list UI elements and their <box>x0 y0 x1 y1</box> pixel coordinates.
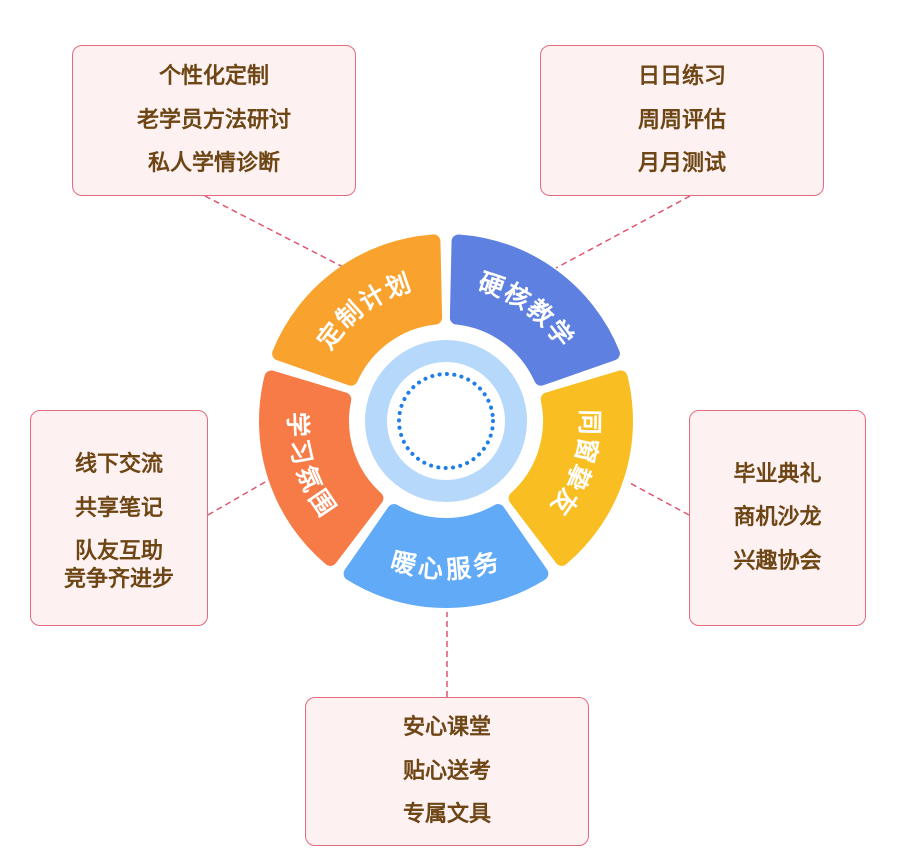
box-item: 老学员方法研讨 <box>136 107 291 133</box>
segment-2 <box>449 234 620 386</box>
dotted-circle <box>397 372 495 470</box>
segment-1 <box>272 234 443 386</box>
box-item: 兴趣协会 <box>733 548 822 574</box>
box-item: 私人学情诊断 <box>147 151 280 177</box>
segments: 定制计划硬核教学同窗挚友暖心服务学习氛围 <box>259 234 633 608</box>
box-item: 竞争齐进步 <box>63 566 174 592</box>
box-item: 月月测试 <box>637 151 726 177</box>
box-item: 贴心送考 <box>402 758 491 784</box>
connectors <box>204 195 691 697</box>
connector-line <box>555 195 691 269</box>
box-top-left: 个性化定制 老学员方法研讨 私人学情诊断 <box>72 45 356 196</box>
segment-3 <box>508 370 633 566</box>
box-item: 毕业典礼 <box>733 461 822 487</box>
connector-line <box>204 195 346 269</box>
box-item: 安心课堂 <box>402 715 491 741</box>
connector-line <box>207 477 273 516</box>
box-item: 共享笔记 <box>74 495 163 521</box>
segment-4 <box>343 504 549 608</box>
box-left: 线下交流 共享笔记 队友互助 竞争齐进步 <box>30 410 208 626</box>
box-item: 线下交流 <box>74 452 163 477</box>
center-ring <box>365 340 527 502</box>
box-right: 毕业典礼 商机沙龙 兴趣协会 <box>689 410 866 626</box>
center-circle <box>365 340 527 502</box>
center-fill <box>388 363 504 479</box>
box-item: 队友互助 <box>74 539 163 564</box>
box-item: 专属文具 <box>402 802 491 828</box>
box-top-right: 日日练习 周周评估 月月测试 <box>540 45 824 196</box>
box-item: 个性化定制 <box>158 64 269 90</box>
box-item: 周周评估 <box>637 107 726 133</box>
connector-line <box>627 481 690 516</box>
segment-5 <box>259 370 384 566</box>
box-item: 日日练习 <box>637 64 726 90</box>
box-bottom: 安心课堂 贴心送考 专属文具 <box>305 697 589 846</box>
box-item: 商机沙龙 <box>733 505 822 531</box>
